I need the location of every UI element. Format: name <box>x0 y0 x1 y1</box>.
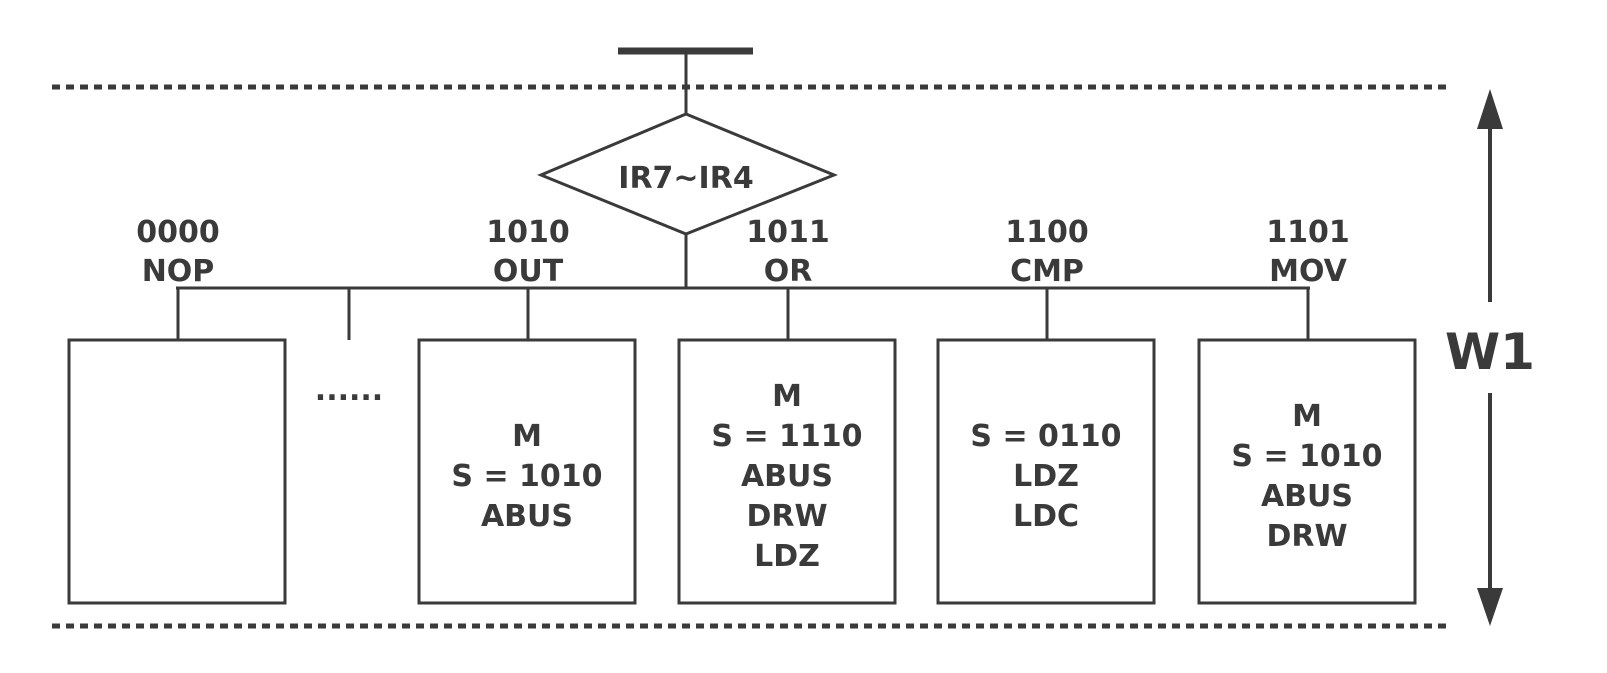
branch-code-cmp: 1100 <box>1005 215 1089 250</box>
branch-code-mov: 1101 <box>1266 215 1350 250</box>
mov-line-3: ABUS <box>1261 479 1353 514</box>
cycle-arrow-down-head <box>1477 588 1503 626</box>
mov-line-1: M <box>1292 399 1322 434</box>
or-line-1: M <box>772 379 802 414</box>
or-line-4: DRW <box>746 499 827 534</box>
out-line-2: S = 1010 <box>451 459 602 494</box>
or-line-3: ABUS <box>741 459 833 494</box>
cycle-arrow-up-head <box>1477 89 1503 129</box>
out-line-3: ABUS <box>481 499 573 534</box>
cmp-line-3: LDC <box>1013 499 1079 534</box>
cmp-line-1: S = 0110 <box>970 419 1121 454</box>
branch-code-or: 1011 <box>746 215 830 250</box>
branch-code-nop: 0000 <box>136 215 220 250</box>
branch-name-nop: NOP <box>142 254 215 289</box>
or-line-5: LDZ <box>754 539 820 574</box>
microop-box-nop <box>67 338 287 605</box>
out-line-1: M <box>512 419 542 454</box>
decision-label: IR7~IR4 <box>618 161 753 196</box>
mov-line-4: DRW <box>1266 519 1347 554</box>
branch-code-out: 1010 <box>486 215 570 250</box>
cmp-line-2: LDZ <box>1013 459 1079 494</box>
branch-name-or: OR <box>764 254 813 289</box>
ellipsis-label: ...... <box>315 373 383 408</box>
branch-name-mov: MOV <box>1269 254 1348 289</box>
branch-name-cmp: CMP <box>1010 254 1084 289</box>
cycle-label: W1 <box>1445 323 1535 381</box>
microop-box-or <box>677 338 897 605</box>
or-line-2: S = 1110 <box>711 419 862 454</box>
microop-box-mov <box>1197 338 1417 605</box>
microop-box-cmp <box>936 338 1156 605</box>
mov-line-2: S = 1010 <box>1231 439 1382 474</box>
microop-box-out <box>417 338 637 605</box>
branch-name-out: OUT <box>493 254 564 289</box>
